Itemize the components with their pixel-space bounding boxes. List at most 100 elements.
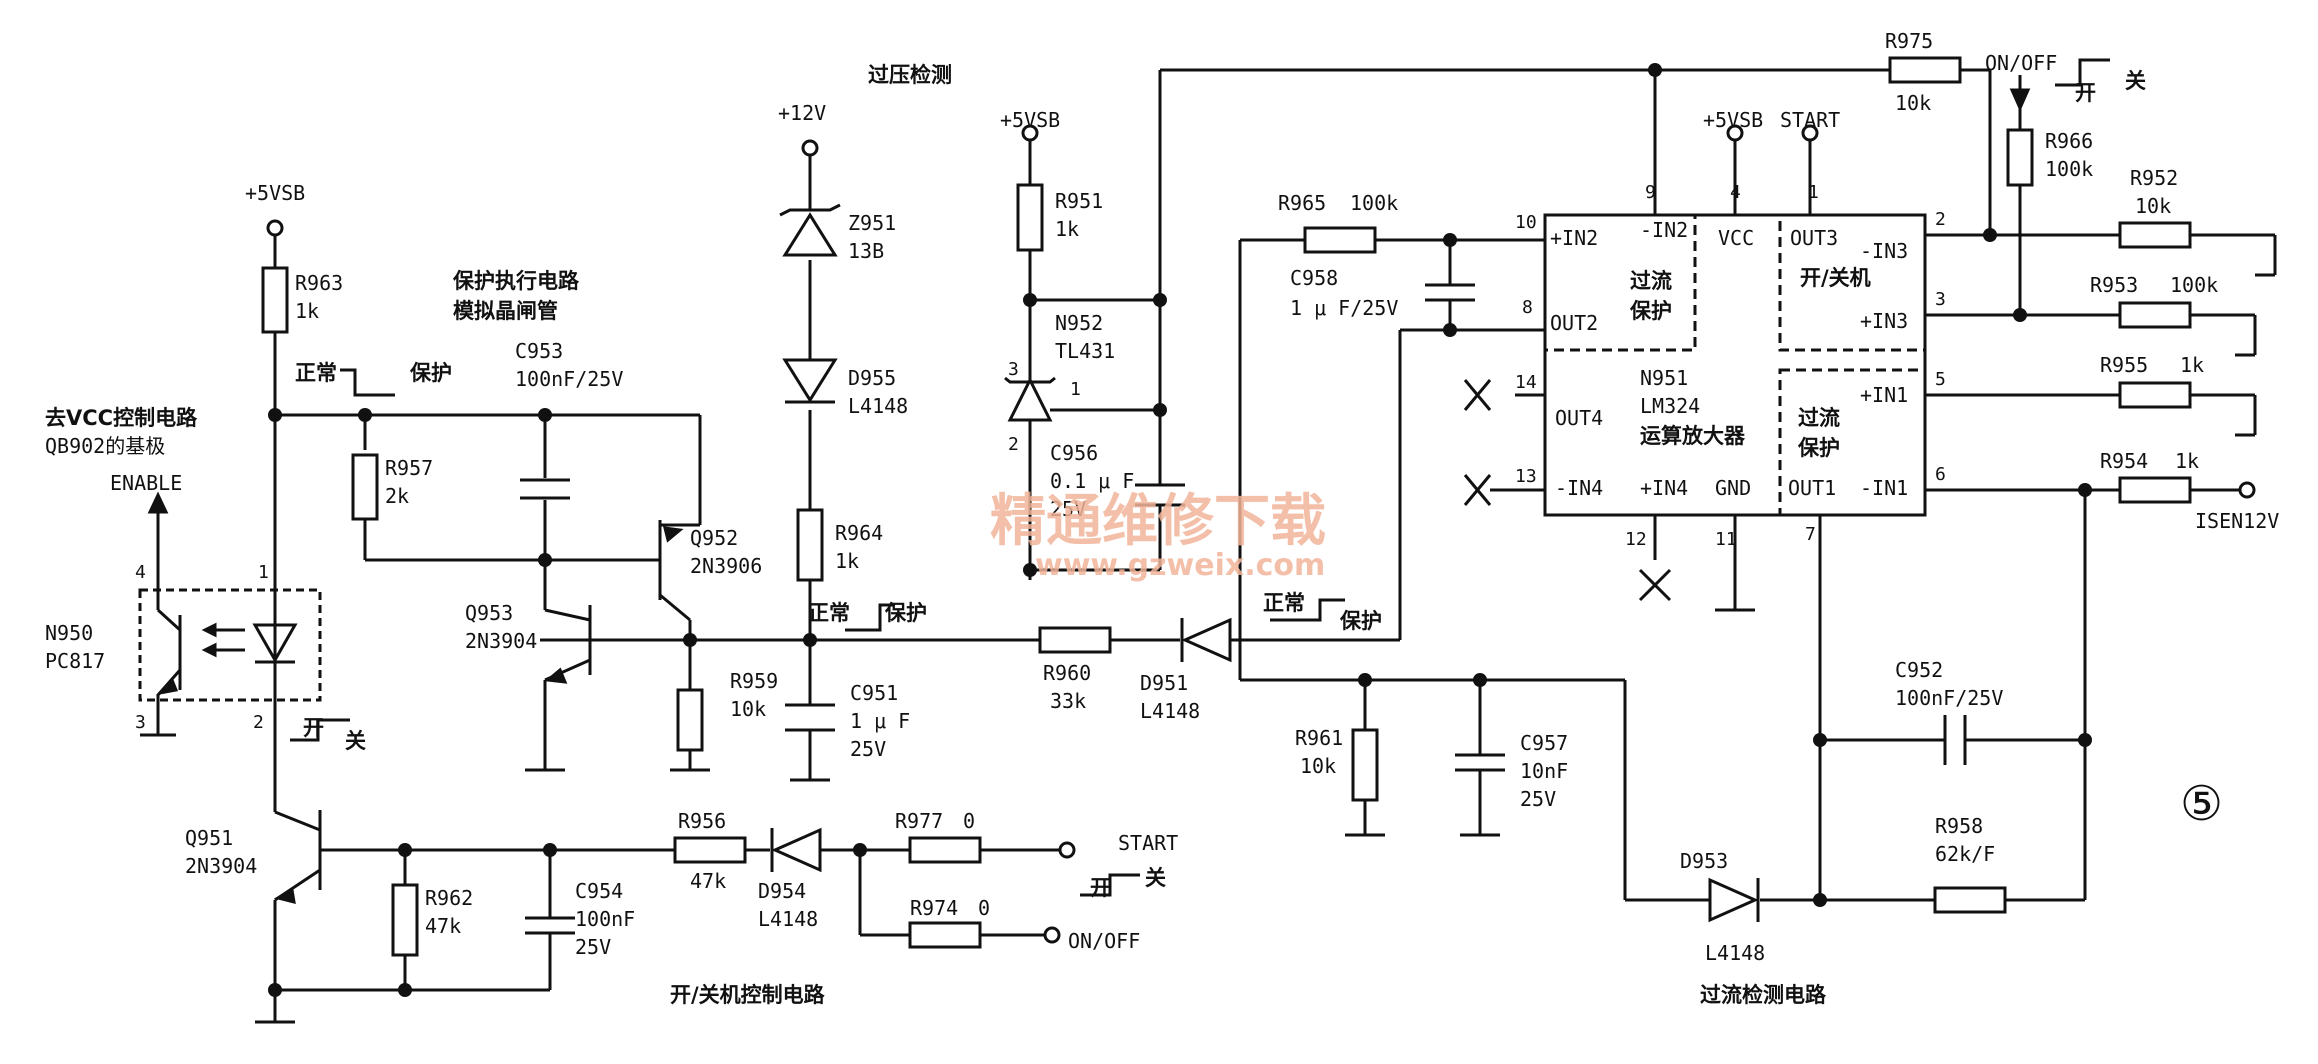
c951-ref: C951 xyxy=(850,681,898,705)
c951-val2: 25V xyxy=(850,737,886,761)
tl431-pin-1: 1 xyxy=(1070,379,1081,400)
pin-numbers: 1 2 3 4 5 6 7 8 9 10 11 12 13 14 1 2 3 4… xyxy=(135,182,1946,733)
r961-ref: R961 xyxy=(1295,726,1343,750)
ic-protect-label-1: 保护 xyxy=(1629,299,1672,323)
enable-label: ENABLE xyxy=(110,471,182,495)
c958-ref: C958 xyxy=(1290,266,1338,290)
no-connect-marks xyxy=(1463,379,1672,602)
r954-body xyxy=(2118,476,2192,504)
ic-pin-out4: OUT4 xyxy=(1555,406,1603,430)
ic-pin-in4p: +IN4 xyxy=(1640,476,1688,500)
ic-pin-in2p: +IN2 xyxy=(1550,226,1598,250)
state-symbols xyxy=(290,58,2110,897)
figure-number: ⑤ xyxy=(2180,776,2223,832)
c953-val: 100nF/25V xyxy=(515,367,623,391)
on-label-1: 开 xyxy=(303,716,324,740)
pin-14: 14 xyxy=(1515,372,1537,393)
v12-label: +12V xyxy=(778,101,826,125)
title-protect-exec: 保护执行电路 xyxy=(452,269,580,293)
d953-ref: D953 xyxy=(1680,849,1728,873)
r961-body xyxy=(1351,728,1379,802)
c956-val: 0.1 μ F xyxy=(1050,469,1134,493)
r951-ref: R951 xyxy=(1055,189,1103,213)
r953-val: 100k xyxy=(2170,273,2218,297)
r959-ref: R959 xyxy=(730,669,778,693)
c954-ref: C954 xyxy=(575,879,623,903)
pc817-pin-1: 1 xyxy=(258,562,269,583)
r974-ref: R974 xyxy=(910,896,958,920)
ic-pin-out3: OUT3 xyxy=(1790,226,1838,250)
r955-ref: R955 xyxy=(2100,353,2148,377)
pin-4: 4 xyxy=(1730,182,1741,203)
on-label-2: 开 xyxy=(1090,876,1111,900)
ic-pin-in1p: +IN1 xyxy=(1860,383,1908,407)
ic-part: LM324 xyxy=(1640,394,1700,418)
state-labels: 正常 保护 正常 保护 正常 保护 开 关 开 关 开 关 xyxy=(295,69,2146,900)
isen-label: ISEN12V xyxy=(2195,509,2279,533)
pc817-pin-3: 3 xyxy=(135,712,146,733)
c956-val2: 25V xyxy=(1050,497,1086,521)
watermark-cn: 精通维修下载 xyxy=(990,489,1326,554)
c957-val2: 25V xyxy=(1520,787,1556,811)
r957-val: 2k xyxy=(385,484,409,508)
r965-ref: R965 xyxy=(1278,191,1326,215)
r962-val: 47k xyxy=(425,914,461,938)
pin-7: 7 xyxy=(1805,524,1816,545)
optocoupler-n950 xyxy=(138,585,322,715)
d954-ref: D954 xyxy=(758,879,806,903)
r955-val: 1k xyxy=(2180,353,2204,377)
watermark-url: www.gzweix.com xyxy=(1035,548,1325,583)
d951-ref: D951 xyxy=(1140,671,1188,695)
r958-body xyxy=(1933,886,2007,914)
r952-body xyxy=(2118,221,2192,249)
r965-val: 100k xyxy=(1350,191,1398,215)
title-vcc-ctrl: 去VCC控制电路 xyxy=(45,406,198,430)
ic-desc: 运算放大器 xyxy=(1640,424,1746,448)
r974-val: 0 xyxy=(978,896,990,920)
r977-ref: R977 xyxy=(895,809,943,833)
vsb-mid-label: +5VSB xyxy=(1000,108,1060,132)
r962-body xyxy=(391,883,419,957)
r963-ref: R963 xyxy=(295,271,343,295)
off-label-2: 关 xyxy=(1145,866,1166,890)
r961-val: 10k xyxy=(1300,754,1336,778)
d955-val: L4148 xyxy=(848,394,908,418)
ic-pin-in3n: -IN3 xyxy=(1860,239,1908,263)
normal-label-2: 正常 xyxy=(808,601,850,625)
pin-3: 3 xyxy=(1935,289,1946,310)
pin-2: 2 xyxy=(1935,209,1946,230)
q953-val: 2N3904 xyxy=(465,629,537,653)
section-titles: 过压检测 保护执行电路 模拟晶闸管 开/关机控制电路 过流检测电路 去VCC控制… xyxy=(45,63,2223,1007)
wires xyxy=(140,68,2277,1024)
component-labels: R963 1k R957 2k C953 100nF/25V Q952 2N39… xyxy=(45,29,2218,965)
pin-11: 11 xyxy=(1715,529,1737,550)
ic-ref: N951 xyxy=(1640,366,1688,390)
pin-5: 5 xyxy=(1935,369,1946,390)
off-label-3: 关 xyxy=(2125,69,2146,93)
r962-ref: R962 xyxy=(425,886,473,910)
n950-ref: N950 xyxy=(45,621,93,645)
protect-label-2: 保护 xyxy=(884,601,927,625)
c957-ref: C957 xyxy=(1520,731,1568,755)
start-pin-label: START xyxy=(1780,108,1840,132)
c952-val: 100nF/25V xyxy=(1895,686,2003,710)
c951-val: 1 μ F xyxy=(850,709,910,733)
ic-pin-in3p: +IN3 xyxy=(1860,309,1908,333)
ic-pin-out2: OUT2 xyxy=(1550,311,1598,335)
q953-ref: Q953 xyxy=(465,601,513,625)
r957-ref: R957 xyxy=(385,456,433,480)
ic-power-label: 开/关机 xyxy=(1800,266,1871,290)
onoff-arrow xyxy=(2009,75,2031,112)
resistors xyxy=(261,56,2192,957)
r953-body xyxy=(2118,301,2192,329)
r956-val: 47k xyxy=(690,869,726,893)
title-qb902: QB902的基极 xyxy=(45,434,165,458)
r952-val: 10k xyxy=(2135,194,2171,218)
ic-ocp-label-2: 过流 xyxy=(1798,406,1840,430)
r960-val: 33k xyxy=(1050,689,1086,713)
r964-body xyxy=(796,508,824,582)
d953-val: L4148 xyxy=(1705,941,1765,965)
ic-pin-vcc: VCC xyxy=(1718,226,1754,250)
junctions xyxy=(268,63,2092,997)
on-label-3: 开 xyxy=(2075,81,2096,105)
